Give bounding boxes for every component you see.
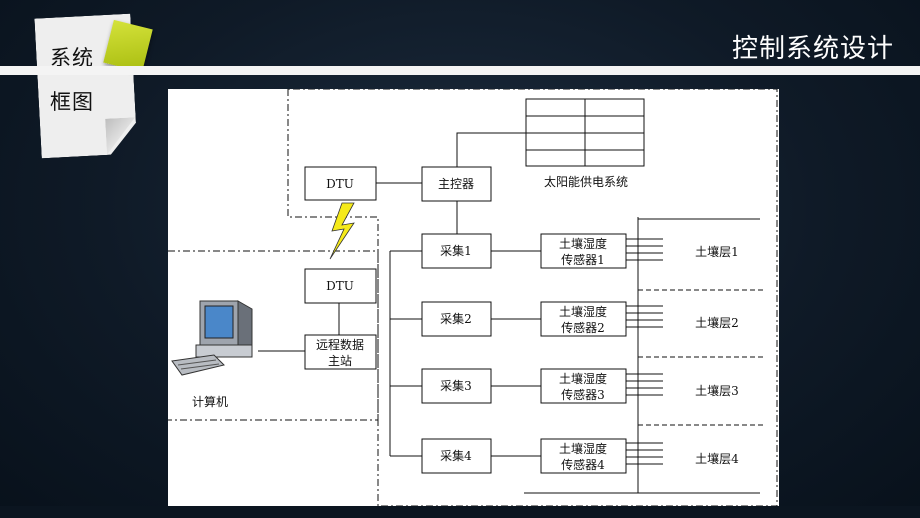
sensor-label-3-line2: 传感器3: [561, 387, 605, 402]
soil-layer-label-4: 土壤层4: [695, 451, 739, 466]
system-block-diagram: DTU 主控器 太阳能供电系统 DTU 远程数据 主站 计算机 采集1 采集2 …: [168, 89, 779, 506]
dtu-field-label: DTU: [326, 177, 354, 191]
sensor-box-2: [540, 301, 627, 337]
solar-system-label: 太阳能供电系统: [544, 174, 628, 189]
soil-layer-label-1: 土壤层1: [695, 244, 739, 259]
sensor-label-1-line2: 传感器1: [561, 252, 605, 267]
dtu-remote-label: DTU: [326, 279, 354, 293]
sensor-label-2-line1: 土壤湿度: [559, 304, 607, 319]
collector-label-2: 采集2: [440, 311, 472, 326]
note-label-line2: 框图: [50, 90, 94, 114]
remote-station-label-line1: 远程数据: [316, 337, 364, 352]
main-controller-label: 主控器: [438, 177, 474, 191]
sensor-label-4-line2: 传感器4: [561, 457, 605, 472]
solar-to-controller-link: [456, 132, 526, 168]
wireless-link-icon: [329, 202, 355, 260]
soil-layer-label-2: 土壤层2: [695, 315, 739, 330]
remote-region-boundary: [168, 250, 379, 421]
page-title: 控制系统设计: [731, 34, 894, 64]
dtu-field-box: [304, 166, 377, 201]
remote-station-box: [304, 334, 377, 370]
collector-box-3: [421, 368, 492, 404]
collector-label-1: 采集1: [440, 243, 472, 258]
sensor-box-1: [540, 233, 627, 269]
sensor-label-2-line2: 传感器2: [561, 320, 605, 335]
dtu-remote-box: [304, 268, 377, 304]
collector-label-3: 采集3: [440, 378, 472, 393]
collector-box-4: [421, 438, 492, 474]
sensor-box-3: [540, 368, 627, 404]
collector-box-1: [421, 233, 492, 269]
sensor-box-4: [540, 438, 627, 474]
footer-strip: [0, 506, 920, 518]
soil-layer-label-3: 土壤层3: [695, 383, 739, 398]
sensor-label-4-line1: 土壤湿度: [559, 441, 607, 456]
sensor-probes: [626, 238, 663, 465]
computer-label: 计算机: [192, 394, 228, 409]
header-divider: [0, 66, 920, 75]
computer-icon: [171, 300, 253, 376]
remote-station-label-line2: 主站: [328, 354, 352, 368]
diagram-canvas: DTU 主控器 太阳能供电系统 DTU 远程数据 主站 计算机 采集1 采集2 …: [168, 89, 778, 506]
collector-box-2: [421, 301, 492, 337]
collector-label-4: 采集4: [440, 448, 472, 463]
sensor-label-3-line1: 土壤湿度: [559, 371, 607, 386]
sensor-label-1-line1: 土壤湿度: [559, 236, 607, 251]
main-controller-box: [421, 166, 492, 202]
